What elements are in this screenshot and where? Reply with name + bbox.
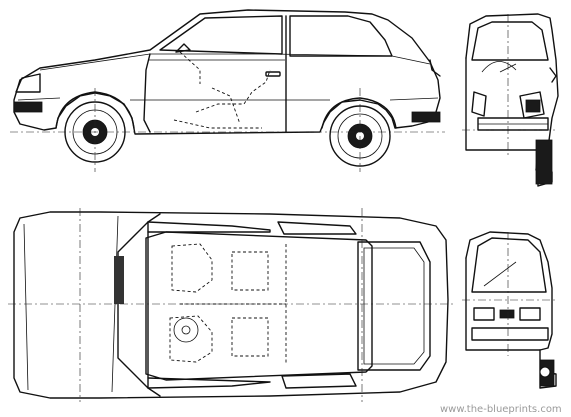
- top-view: [8, 208, 456, 402]
- front-view: [462, 231, 557, 389]
- side-view: [10, 9, 445, 172]
- watermark-text: www.the-blueprints.com: [440, 404, 562, 415]
- rear-view: [462, 13, 559, 187]
